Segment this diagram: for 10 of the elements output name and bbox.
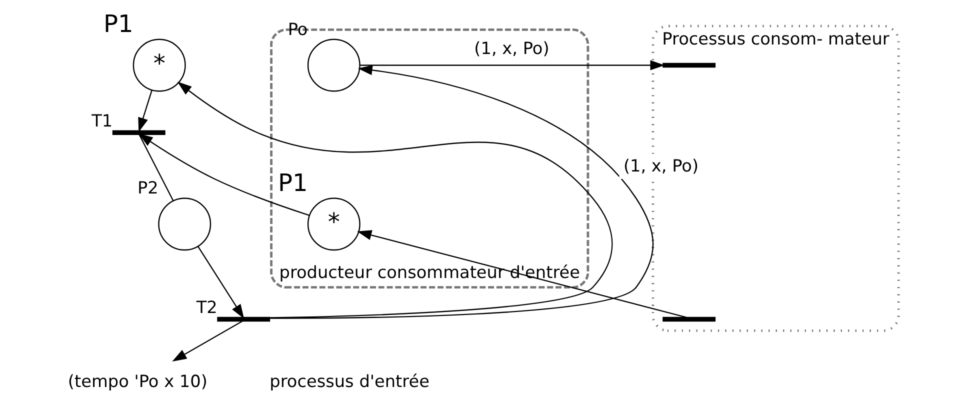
node-label: P2 xyxy=(137,178,158,198)
node-label: T2 xyxy=(196,296,218,317)
node-label: P1 xyxy=(103,10,134,38)
node-label: T1 xyxy=(92,110,113,130)
label: processus d'entrée xyxy=(270,370,430,391)
node-text: (tempo 'Po x 10) xyxy=(68,370,208,391)
node-label: producteur consommateur d'entrée xyxy=(279,262,580,282)
node-label: Po xyxy=(288,18,308,39)
node-label: P1 xyxy=(278,169,308,198)
edge-label: (1, x, Po) xyxy=(474,38,550,58)
